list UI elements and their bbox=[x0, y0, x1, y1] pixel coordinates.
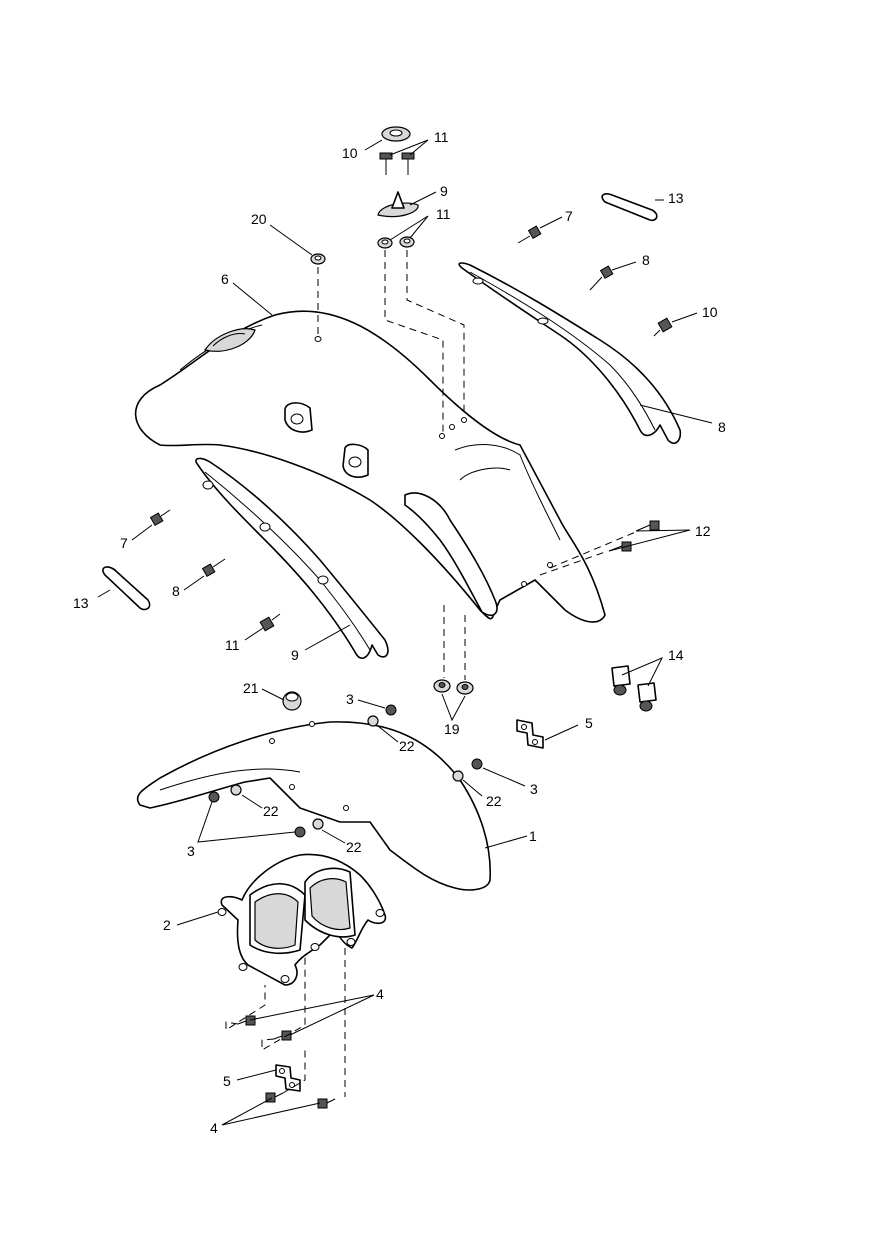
callout-22-d: 22 bbox=[346, 839, 362, 855]
bolt-part-7-upper bbox=[517, 225, 542, 244]
callout-7-lower: 7 bbox=[120, 535, 128, 551]
callout-5-upper: 5 bbox=[585, 715, 593, 731]
washer-part-22-a bbox=[367, 715, 379, 727]
callout-22-b: 22 bbox=[486, 793, 502, 809]
callout-11-lower: 11 bbox=[225, 637, 240, 653]
screw-part-3-a bbox=[385, 704, 397, 716]
callout-13-upper: 13 bbox=[668, 190, 684, 206]
clip-part-5-upper bbox=[516, 719, 544, 749]
callout-9: 9 bbox=[291, 647, 299, 663]
callout-5-lower: 5 bbox=[223, 1073, 231, 1089]
callout-2: 2 bbox=[163, 917, 171, 933]
callout-22-c: 22 bbox=[263, 803, 279, 819]
reflector-part-13-upper bbox=[601, 193, 658, 222]
callout-3-a: 3 bbox=[346, 691, 354, 707]
grommets-part-19 bbox=[433, 679, 474, 695]
lower-fender-part-1 bbox=[136, 721, 492, 891]
clips-part-14 bbox=[611, 665, 657, 712]
mudguard-shield-part-2 bbox=[217, 853, 387, 986]
callout-12: 12 bbox=[695, 523, 711, 539]
callout-7-upper: 7 bbox=[565, 208, 573, 224]
washer-part-22-c bbox=[230, 784, 242, 796]
callout-14: 14 bbox=[668, 647, 684, 663]
callout-3-b: 3 bbox=[530, 781, 538, 797]
plug-part-21 bbox=[282, 691, 302, 711]
callout-11-upper: 10 bbox=[702, 304, 718, 320]
bolts-part-4 bbox=[237, 1015, 336, 1109]
washer-part-16 bbox=[381, 126, 411, 142]
callout-22-a: 22 bbox=[399, 738, 415, 754]
assembly-dashed-lines bbox=[225, 250, 639, 1097]
bolt-part-7-lower bbox=[149, 509, 171, 527]
callout-10: 8 bbox=[718, 419, 726, 435]
leader-lines bbox=[97, 139, 713, 1126]
callout-4-upper: 4 bbox=[376, 986, 384, 1002]
callout-1: 1 bbox=[529, 828, 537, 844]
bolts-part-12 bbox=[608, 520, 660, 552]
callout-19: 19 bbox=[444, 721, 460, 737]
washer-part-22-d bbox=[312, 818, 324, 830]
callout-3-c: 3 bbox=[187, 843, 195, 859]
callout-4-lower: 4 bbox=[210, 1120, 218, 1136]
reflector-part-13-lower bbox=[102, 566, 151, 611]
callout-8-lower: 8 bbox=[172, 583, 180, 599]
screw-part-3-b bbox=[471, 758, 483, 770]
callout-18: 11 bbox=[434, 129, 449, 145]
upper-fender-part-6 bbox=[134, 310, 606, 623]
grommet-part-20 bbox=[310, 253, 326, 265]
callout-15: 9 bbox=[440, 183, 448, 199]
bolt-part-8-upper bbox=[589, 265, 614, 291]
bolt-part-8-lower bbox=[201, 558, 226, 578]
washer-part-22-b bbox=[452, 770, 464, 782]
callout-13-lower: 13 bbox=[73, 595, 89, 611]
bolt-part-11-lower bbox=[259, 613, 281, 632]
callout-20: 20 bbox=[251, 211, 267, 227]
callout-21: 21 bbox=[243, 680, 259, 696]
bracket-part-15 bbox=[377, 191, 419, 218]
bolt-part-11-upper bbox=[653, 317, 673, 337]
callout-17: 11 bbox=[436, 206, 451, 222]
right-fender-stay-part-10 bbox=[458, 262, 682, 445]
callout-6: 6 bbox=[221, 271, 229, 287]
callout-labels: 10 11 9 11 20 6 7 8 10 13 8 12 14 7 8 11… bbox=[73, 129, 726, 1136]
left-fender-stay-part-9 bbox=[195, 457, 389, 659]
washers-part-17 bbox=[377, 236, 415, 249]
callout-16: 10 bbox=[342, 145, 358, 161]
screws-part-18 bbox=[379, 152, 415, 175]
callout-8-upper: 8 bbox=[642, 252, 650, 268]
clip-part-5-lower bbox=[275, 1064, 301, 1092]
